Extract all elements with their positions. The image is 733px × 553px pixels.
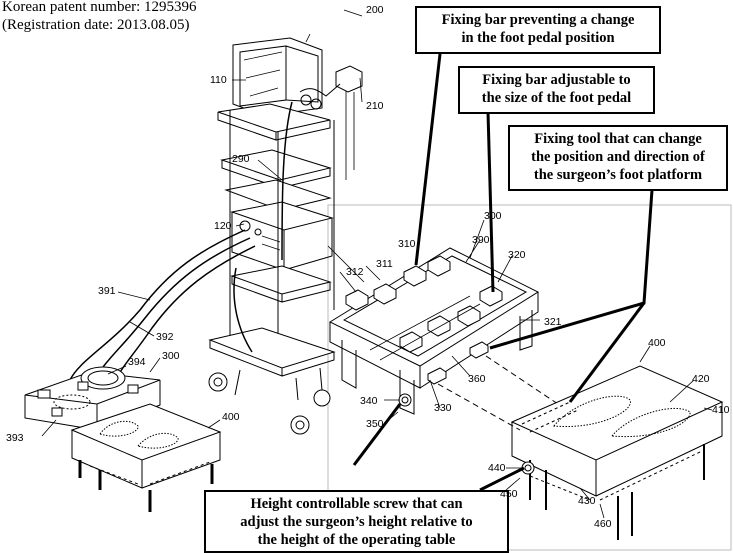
callout-line: Fixing bar preventing a change	[441, 12, 635, 28]
callout-line: Height controllable screw that can	[250, 496, 463, 512]
callout-line: the height of the operating table	[257, 532, 456, 548]
callout-line: the surgeon’s foot platform	[533, 167, 703, 183]
callout-line: the position and direction of	[531, 149, 705, 165]
ref-400-left: 400	[222, 411, 240, 423]
ref-200: 200	[366, 4, 384, 16]
ref-392: 392	[156, 331, 174, 343]
ref-110: 110	[210, 74, 227, 86]
ref-312: 312	[346, 266, 364, 278]
ref-400-right: 400	[648, 337, 666, 349]
callout-line: the size of the foot pedal	[481, 90, 632, 106]
ref-300-right: 300	[484, 210, 502, 222]
ref-310: 310	[398, 238, 416, 250]
cables	[69, 101, 293, 386]
callout-leaders	[352, 53, 654, 492]
ref-393: 393	[6, 432, 24, 444]
ref-394: 394	[128, 356, 146, 368]
equipment-cart	[208, 37, 363, 435]
ref-420: 420	[692, 373, 710, 385]
detail-platform-300	[328, 247, 559, 431]
ref-311: 311	[376, 258, 393, 270]
ref-450: 450	[500, 488, 518, 500]
detail-platform-400	[510, 365, 724, 540]
callout-fixing-tool: Fixing tool that can change the position…	[508, 125, 728, 191]
callout-line: Fixing bar adjustable to	[482, 72, 631, 88]
ref-350: 350	[366, 418, 384, 430]
callout-fixing-bar-size: Fixing bar adjustable to the size of the…	[458, 66, 655, 114]
patent-number: Korean patent number: 1295396	[2, 0, 197, 15]
ref-430: 430	[578, 495, 596, 507]
ref-330: 330	[434, 402, 452, 414]
ref-210: 210	[366, 100, 384, 112]
ref-410: 410	[712, 404, 730, 416]
callout-height-screw: Height controllable screw that can adjus…	[204, 490, 509, 553]
ref-460: 460	[594, 518, 612, 530]
ref-340: 340	[360, 395, 378, 407]
ref-321: 321	[544, 316, 562, 328]
small-platform-assembly	[24, 366, 222, 512]
callout-line: adjust the surgeon’s height relative to	[240, 514, 473, 530]
ref-290: 290	[232, 153, 250, 165]
ref-440: 440	[488, 462, 506, 474]
callout-fixing-bar-position: Fixing bar preventing a change in the fo…	[415, 6, 661, 54]
callout-line: in the foot pedal position	[461, 30, 615, 46]
ref-320: 320	[508, 249, 526, 261]
ref-360: 360	[468, 373, 486, 385]
detail-view-frame	[327, 204, 732, 551]
reference-leaders	[41, 9, 713, 519]
ref-390: 390	[472, 234, 490, 246]
ref-300-left: 300	[162, 350, 180, 362]
ref-391: 391	[98, 285, 116, 297]
callout-line: Fixing tool that can change	[534, 131, 702, 147]
registration-date: (Registration date: 2013.08.05)	[2, 17, 190, 33]
ref-120: 120	[214, 220, 232, 232]
